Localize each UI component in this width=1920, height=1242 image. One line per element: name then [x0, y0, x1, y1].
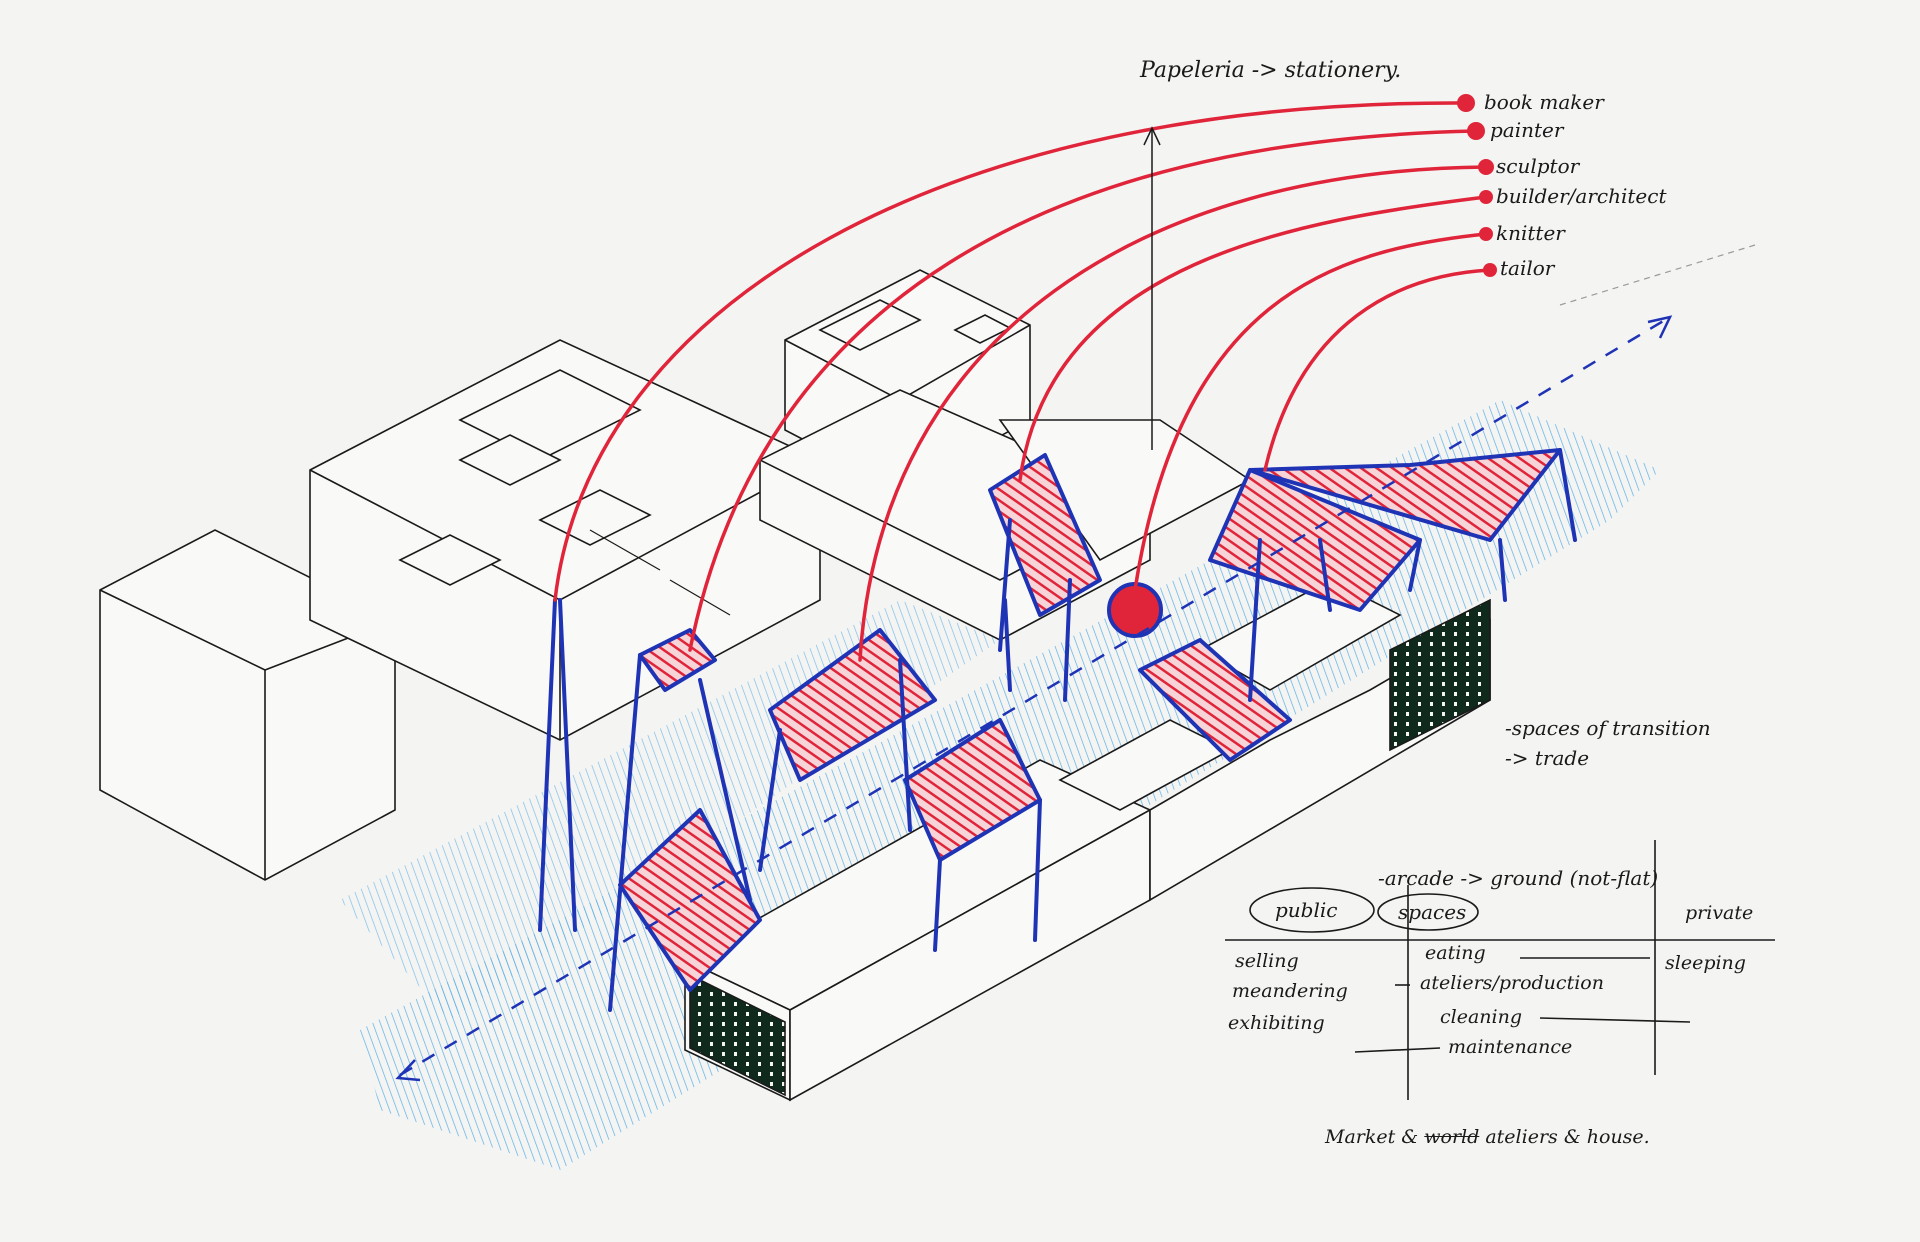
header-note: Papeleria -> stationery. [1140, 58, 1402, 83]
program-table [1225, 840, 1775, 1100]
mid-item-cleaning: cleaning [1440, 1006, 1523, 1028]
red-canopies [618, 448, 1562, 992]
maker-label-tailor: tailor [1500, 256, 1555, 280]
mid-item-maintenance: maintenance [1448, 1036, 1573, 1058]
table-top-note: -arcade -> ground (not-flat) [1378, 866, 1659, 890]
footer-note: Market & world ateliers & house. [1325, 1126, 1650, 1148]
maker-label-sculptor: sculptor [1496, 154, 1580, 178]
footer-struck: world [1424, 1126, 1480, 1148]
mid-item-eating: eating [1425, 942, 1486, 964]
mid-item-ateliers-production: ateliers/production [1420, 972, 1604, 994]
guide-line [1559, 244, 1756, 306]
blue-frames [538, 448, 1577, 1012]
red-dot-marker [1457, 94, 1475, 112]
foreground-buildings [683, 579, 1491, 1102]
red-dot-marker [1483, 263, 1497, 277]
maker-label-builder-architect: builder/architect [1496, 184, 1667, 208]
left-item-exhibiting: exhibiting [1228, 1012, 1325, 1034]
red-dot-marker [1467, 122, 1485, 140]
maker-label-knitter: knitter [1496, 221, 1565, 245]
red-connection-lines [553, 101, 1492, 662]
maker-label-painter: painter [1490, 118, 1564, 142]
footer-part1: Market & [1325, 1126, 1419, 1148]
transition-note-line2: -> trade [1505, 746, 1590, 770]
maker-label-book-maker: book maker [1484, 90, 1604, 114]
red-dot-marker [1479, 227, 1493, 241]
arrow-up [1143, 126, 1161, 450]
red-dot-marker [1478, 159, 1494, 175]
footer-part2: ateliers & house. [1485, 1126, 1650, 1148]
red-dot-marker [1479, 190, 1493, 204]
private-label: private [1685, 902, 1754, 924]
left-item-selling: selling [1235, 950, 1299, 972]
left-item-meandering: meandering [1232, 980, 1348, 1002]
red-dot-markers [1457, 94, 1497, 277]
spaces-label: spaces [1398, 900, 1467, 924]
transition-note-line1: -spaces of transition [1505, 716, 1711, 740]
dashed-blue-arrow [395, 315, 1673, 1082]
public-label: public [1275, 898, 1338, 922]
right-item-sleeping: sleeping [1665, 952, 1746, 974]
